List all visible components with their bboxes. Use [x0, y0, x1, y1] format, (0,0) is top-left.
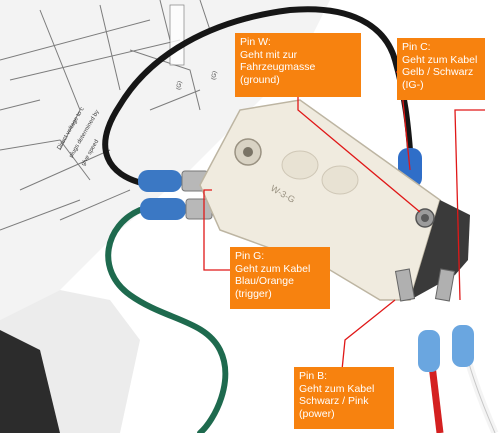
callout-pin-w-line3: (ground)	[240, 73, 280, 86]
callout-pin-b-title: Pin B:	[299, 370, 328, 382]
connector-bottom-1	[418, 330, 440, 372]
callout-pin-g: Pin G: Geht zum Kabel Blau/Orange (trigg…	[230, 247, 330, 309]
callout-pin-b-line2: Schwarz / Pink	[299, 395, 369, 407]
red-wire	[428, 364, 444, 433]
callout-pin-c-line2: Gelb / Schwarz	[402, 66, 474, 78]
connector-left-bottom	[140, 198, 213, 220]
connector-bottom-2	[452, 325, 474, 367]
callout-pin-b: Pin B: Geht zum Kabel Schwarz / Pink (po…	[294, 367, 394, 429]
green-wire	[105, 207, 229, 433]
callout-pin-g-line1: Geht zum Kabel	[235, 262, 311, 275]
callout-pin-w-title: Pin W:	[240, 36, 271, 48]
callout-pin-b-line3: (power)	[299, 407, 335, 420]
callout-pin-w-line1: Geht mit zur	[240, 48, 298, 61]
callout-pin-c: Pin C: Geht zum Kabel Gelb / Schwarz (IG…	[397, 38, 485, 100]
svg-text:(G): (G)	[176, 81, 183, 91]
callout-pin-c-line3: (IG-)	[402, 78, 424, 91]
module-body: W-3-G	[199, 99, 470, 302]
svg-text:(G): (G)	[211, 71, 218, 81]
callout-pin-g-line3: (trigger)	[235, 287, 272, 300]
callout-pin-b-line1: Geht zum Kabel	[299, 382, 375, 395]
callout-pin-g-line2: Blau/Orange	[235, 275, 294, 287]
callout-pin-g-title: Pin G:	[235, 250, 265, 262]
connector-left-top	[138, 170, 209, 192]
callout-pin-c-title: Pin C:	[402, 41, 431, 53]
callout-pin-w: Pin W: Geht mit zur Fahrzeugmasse (groun…	[235, 33, 361, 97]
callout-pin-c-line1: Geht zum Kabel	[402, 53, 478, 66]
callout-pin-w-line2: Fahrzeugmasse	[240, 61, 316, 73]
